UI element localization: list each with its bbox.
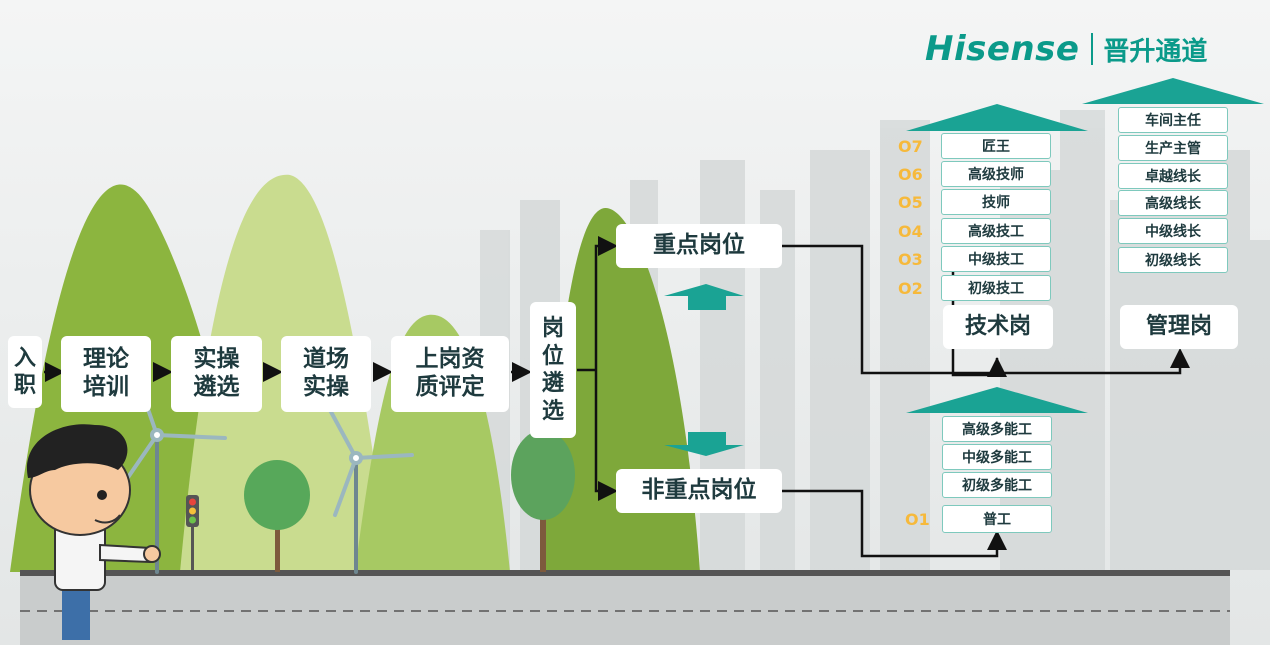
flow-step-dojo-practice: 道场 实操 (281, 336, 371, 412)
tree-2 (511, 430, 575, 572)
brand-header: Hisense 晋升通道 (925, 28, 1207, 70)
level-number: O2 (898, 279, 923, 298)
multi-level: 初级多能工 (942, 472, 1052, 498)
nonkey-to-worker (782, 489, 1007, 558)
road (20, 572, 1230, 645)
mgmt-track-up-arrow-icon (1082, 78, 1264, 104)
arrow-to-nonkey (594, 370, 618, 501)
arrow-to-key (594, 236, 618, 370)
tech-track-up-arrow-icon (906, 104, 1088, 131)
level-number: O5 (898, 193, 923, 212)
nonkey-down-arrow-icon (664, 432, 744, 456)
tree-1 (244, 460, 310, 572)
flow-step-practice-selection: 实操 遴选 (171, 336, 262, 412)
base-level: 普工 (942, 505, 1052, 533)
level-number: O1 (905, 510, 930, 529)
cartoon-person (26, 424, 161, 640)
multi-level: 高级多能工 (942, 416, 1052, 442)
mgmt-level: 车间主任 (1118, 107, 1228, 133)
brand-tagline: 晋升通道 (1103, 36, 1208, 67)
level-number: O3 (898, 250, 923, 269)
brand-divider (1091, 33, 1094, 65)
branch-nonkey-post: 非重点岗位 (616, 469, 782, 513)
mgmt-track-title: 管理岗 (1120, 305, 1238, 349)
mgmt-level: 中级线长 (1118, 218, 1228, 244)
mgmt-level: 卓越线长 (1118, 163, 1228, 189)
branch-key-post: 重点岗位 (616, 224, 782, 268)
mgmt-level: 初级线长 (1118, 247, 1228, 273)
tech-level: 中级技工 (941, 246, 1051, 272)
tech-track-title: 技术岗 (943, 305, 1053, 349)
level-number: O7 (898, 137, 923, 156)
flow-step-theory-training: 理论 培训 (61, 336, 151, 412)
key-up-arrow-icon (664, 284, 744, 310)
road-edge (20, 570, 1230, 576)
mgmt-level: 生产主管 (1118, 135, 1228, 161)
flow-step-entry: 入 职 (8, 336, 42, 408)
mgmt-level: 高级线长 (1118, 190, 1228, 216)
tech-level: 匠王 (941, 133, 1051, 159)
level-number: O4 (898, 222, 923, 241)
hisense-logo: Hisense (925, 29, 1080, 69)
flow-step-qualification: 上岗资 质评定 (391, 336, 509, 412)
windmill-2 (328, 408, 414, 574)
traffic-light (186, 495, 199, 572)
tech-level: 初级技工 (941, 275, 1051, 301)
level-number: O6 (898, 165, 923, 184)
tech-level: 高级技师 (941, 161, 1051, 187)
multi-level: 中级多能工 (942, 444, 1052, 470)
tech-level: 技师 (941, 189, 1051, 215)
multi-track-up-arrow-icon (906, 387, 1088, 413)
key-to-tech (782, 244, 1190, 375)
tech-level: 高级技工 (941, 218, 1051, 244)
flow-step-post-selection: 岗 位 遴 选 (530, 302, 576, 438)
